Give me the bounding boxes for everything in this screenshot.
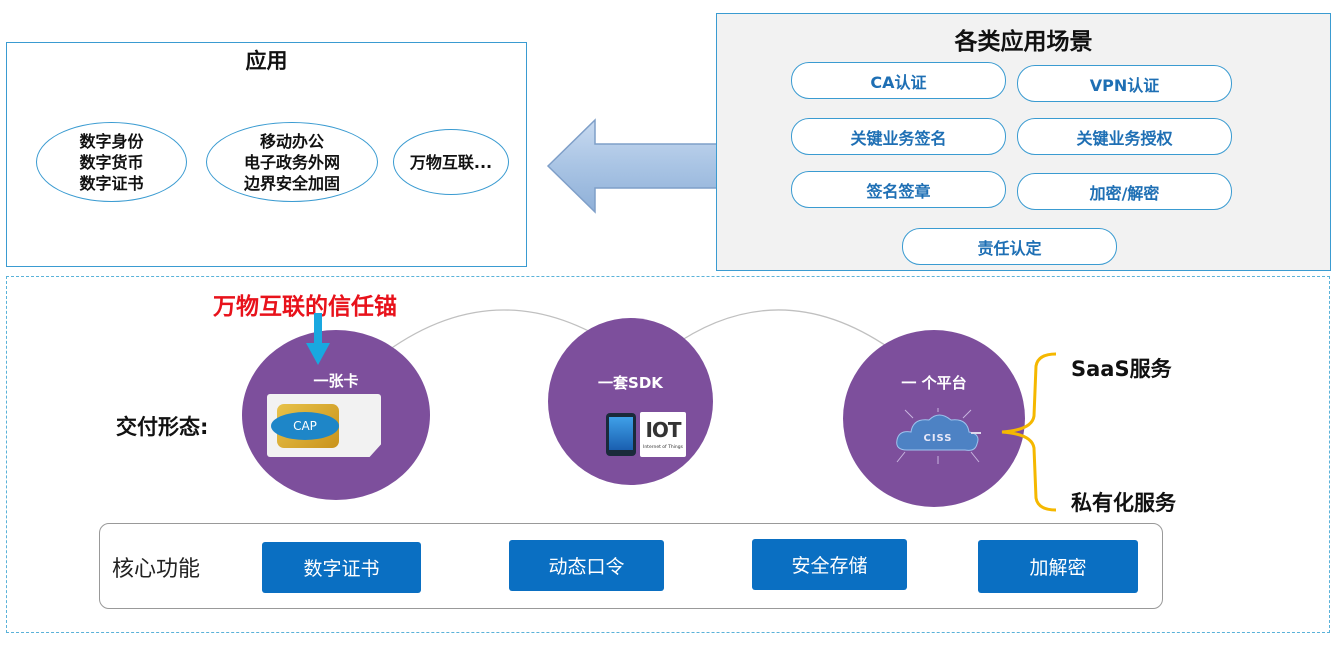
delivery-sdk-label: 一套SDK	[598, 374, 663, 392]
sim-card-icon: CAP	[267, 394, 381, 457]
private-service-label: 私有化服务	[1071, 491, 1176, 515]
scenario-key-signing: 关键业务签名	[791, 118, 1006, 155]
down-arrow-icon	[306, 313, 330, 365]
left-block-arrow-icon	[546, 118, 718, 214]
app-group-digital-identity: 数字身份 数字货币 数字证书	[36, 122, 187, 202]
app-item: 数字货币	[79, 152, 144, 172]
scenarios-panel: 各类应用场景 CA认证 VPN认证 关键业务签名 关键业务授权 签名签章 加密/…	[716, 13, 1331, 271]
delivery-panel	[6, 276, 1330, 633]
app-group-mobile-office: 移动办公 电子政务外网 边界安全加固	[206, 122, 378, 202]
scenario-vpn-auth: VPN认证	[1017, 65, 1232, 102]
cloud-icon: CISS	[896, 408, 980, 464]
app-item: 移动办公	[259, 131, 324, 151]
scenario-signature-seal: 签名签章	[791, 171, 1006, 208]
app-item: 电子政务外网	[243, 152, 340, 172]
saas-service-label: SaaS服务	[1071, 357, 1172, 381]
scenario-encrypt-decrypt: 加密/解密	[1017, 173, 1232, 210]
app-group-iot: 万物互联...	[393, 129, 509, 195]
delivery-form-label: 交付形态:	[116, 415, 209, 439]
core-dynamic-password: 动态口令	[509, 540, 664, 591]
delivery-platform-label: 一 个平台	[901, 374, 967, 392]
phone-icon	[606, 413, 636, 456]
core-encrypt-decrypt: 加解密	[978, 540, 1138, 593]
delivery-card-label: 一张卡	[313, 372, 359, 390]
scenario-ca-auth: CA认证	[791, 62, 1006, 99]
cloud-label: CISS	[923, 433, 952, 444]
iot-logo-icon: IOT Internet of Things	[640, 412, 686, 457]
scenario-key-authorization: 关键业务授权	[1017, 118, 1232, 155]
iot-logo-subtitle: Internet of Things	[643, 445, 683, 450]
core-digital-certificate: 数字证书	[262, 542, 421, 593]
scenarios-title: 各类应用场景	[954, 29, 1093, 55]
core-functions-label: 核心功能	[112, 557, 201, 582]
yellow-curly-brace-icon	[1001, 352, 1057, 512]
app-item: 数字证书	[79, 173, 144, 193]
app-item: 万物互联...	[409, 152, 493, 172]
cloud-dash	[971, 432, 981, 434]
applications-title: 应用	[245, 49, 288, 73]
cap-label: CAP	[271, 412, 339, 440]
app-item: 边界安全加固	[243, 173, 340, 193]
applications-panel: 应用 数字身份 数字货币 数字证书 移动办公 电子政务外网 边界安全加固 万物互…	[6, 42, 527, 267]
delivery-sdk-circle	[548, 318, 713, 485]
trust-anchor-label: 万物互联的信任锚	[213, 294, 397, 320]
app-item: 数字身份	[79, 131, 144, 151]
iot-logo-text: IOT	[645, 418, 681, 442]
core-secure-storage: 安全存储	[752, 539, 907, 590]
scenario-accountability: 责任认定	[902, 228, 1117, 265]
